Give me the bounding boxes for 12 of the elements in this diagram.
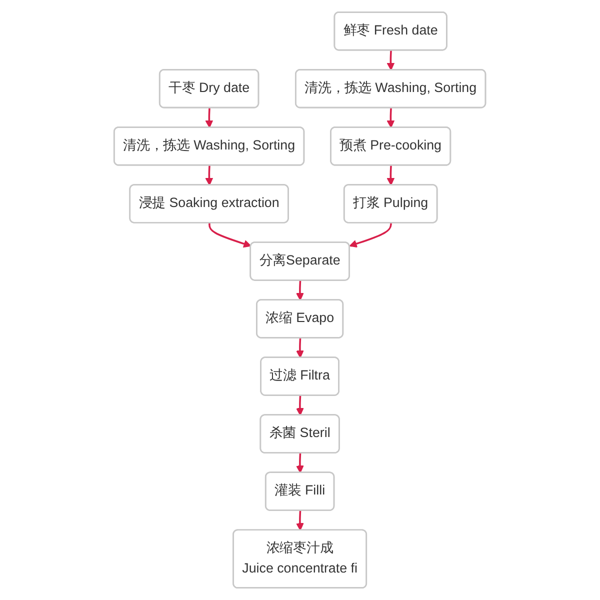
arrow xyxy=(349,223,392,248)
arrow xyxy=(296,453,304,474)
arrow xyxy=(296,280,304,301)
arrow xyxy=(208,223,252,248)
arrow xyxy=(296,510,304,531)
arrow xyxy=(386,166,395,186)
arrow xyxy=(386,108,395,128)
arrow xyxy=(205,166,214,186)
arrow xyxy=(205,108,214,128)
arrow xyxy=(386,50,395,70)
arrow xyxy=(296,396,304,416)
arrow xyxy=(296,338,304,358)
